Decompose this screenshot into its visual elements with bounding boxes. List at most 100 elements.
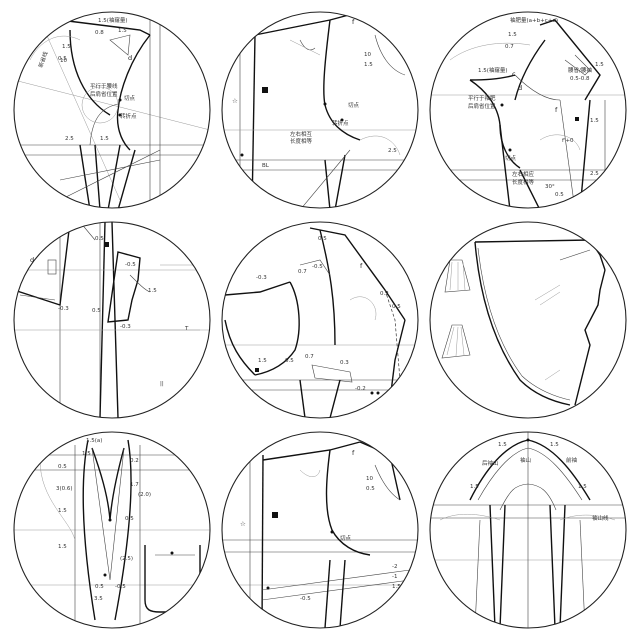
p9-label: 后袖山 [482, 459, 499, 467]
panel-9-border [429, 431, 627, 629]
p4-label: -0.5 [125, 262, 136, 268]
p5-label: 0.7 [298, 269, 307, 275]
p2-label: 1.5 [364, 62, 373, 68]
panel-9: 1.5 1.5 后袖山 袖山 前袖 袖山线 1.5 1.5 [429, 431, 627, 629]
p4-label: 0.5 [95, 236, 104, 242]
p8-star: ☆ [240, 520, 246, 528]
p3-label: 平行于袖肥 [468, 94, 496, 102]
p8-label: 10 [366, 476, 373, 482]
p4-label: -0.3 [120, 324, 131, 330]
p9-label: 1.5 [498, 442, 507, 448]
panel-8: f 10 0.5 切点 ☆ -2 -1 1.5 -0.5 [221, 431, 419, 629]
p3-label: 腰省/腰袖 [568, 66, 592, 74]
p3-label: 0.5 [555, 192, 564, 198]
p2-square-mark [262, 87, 268, 93]
svg-text:||: || [160, 381, 164, 387]
p1-label: 1.5 [62, 44, 71, 50]
p9-label: 1.5 [470, 484, 479, 490]
p7-label: -0.5 [115, 584, 126, 590]
panel-7-border [13, 431, 211, 629]
panel-6-border [429, 221, 627, 419]
p7-label: 3.5 [94, 596, 103, 602]
panel-2: f 10 1.5 切点 转折点 左右相互 长度相等 2.5 BL ☆ [221, 11, 419, 209]
p5-label: -0.3 [256, 275, 267, 281]
panel-4: || d -0.3 0.5 -0.5 1.5 -0.3 T 0.5 [13, 221, 211, 419]
panel-4-border [13, 221, 211, 419]
p8-label: 0.5 [366, 486, 375, 492]
p5-label: 0.7 [305, 354, 314, 360]
p3-label: d [518, 84, 522, 92]
p4-label: T [184, 326, 189, 332]
p2-label: 切点 [348, 102, 360, 109]
panel-7: 1.5(a) 0.2 1.7 (2.0) 3(0.6) 1.5 1.5 0.5 … [13, 431, 211, 629]
p3-label: 长度相等 [512, 178, 535, 186]
p7-label: 1.5 [58, 544, 67, 550]
p7-label: 1.5 [82, 451, 91, 457]
p3-label: 0.7 [505, 44, 514, 50]
p1-label: 1.5 [118, 28, 127, 34]
p3-label: 1.5 [595, 62, 604, 68]
panel-8-border [221, 431, 419, 629]
p7-label: (2.0) [138, 492, 151, 498]
p8-label: f [352, 449, 355, 457]
p5-label: 0.3 [340, 360, 349, 366]
p5-label: f [360, 262, 363, 270]
p3-label: c [512, 70, 516, 78]
p4-label: 0.5 [92, 308, 101, 314]
p3-label: 2.5 [590, 171, 599, 177]
panel-1: 1.5(袖窿量) 0.8 1.5 1.5 10 d 新省线 0.5 平行于腰线 … [13, 11, 211, 209]
panel-2-border [221, 11, 419, 209]
p1-label: 1.5 [100, 136, 109, 142]
p5-label: 1.5 [258, 358, 267, 364]
p5-label: -0.2 [355, 386, 366, 392]
p7-label: 1.5(a) [86, 438, 102, 444]
p8-label: -1 [392, 574, 397, 580]
p1-label: 切点 [124, 95, 136, 102]
p3-label: 切点 [505, 155, 517, 162]
p1-label: 后肩省位置 [90, 90, 118, 98]
p1-label: 10 [60, 58, 67, 64]
p8-label: -0.5 [300, 596, 311, 602]
p1-label: 新省线 [36, 50, 49, 69]
p1-label: 0.5 [58, 56, 67, 62]
p2-star: ☆ [232, 97, 238, 105]
p1-label: 转折点 [120, 112, 137, 120]
panel-6 [429, 221, 627, 419]
p3-label: 1.5 [590, 118, 599, 124]
p3-label: f'+0 [562, 138, 574, 144]
panel-3: 袖肥量(a+b+c+d) 1.5 0.7 1.5 腰省/腰袖 0.5-0.8 c… [429, 11, 627, 209]
p7-label: 1.7 [130, 482, 139, 488]
p1-label: 2.5 [65, 136, 74, 142]
p9-label: 1.5 [550, 442, 559, 448]
p3-label: 袖肥量(a+b+c+d) [510, 16, 558, 24]
p9-label: 袖山线 [592, 514, 609, 522]
p2-label: 10 [364, 52, 371, 58]
p7-label: 0.5 [58, 464, 67, 470]
p3-label: 后肩省位置 [468, 102, 496, 110]
p7-label: 0.5 [95, 584, 104, 590]
p8-label: -2 [392, 564, 397, 570]
p7-label: 0.5 [125, 516, 134, 522]
p3-label: 30° [545, 184, 555, 190]
panel-5-border [221, 221, 419, 419]
p2-label: f [352, 18, 355, 26]
p4-label: 1.5 [148, 288, 157, 294]
p2-label: 2.5 [388, 148, 397, 154]
p1-label: d [128, 54, 132, 62]
p2-label: BL [262, 163, 270, 169]
panel-5: 0.5 0.7 -0.5 -0.3 f 0.2 0.5 0.7 1.5 -0.2… [221, 221, 419, 419]
p8-label: 1.5 [392, 584, 401, 590]
p9-label: 前袖 [566, 456, 578, 464]
p1-label: 1.5(袖窿量) [98, 16, 128, 24]
p7-label: 0.2 [130, 458, 139, 464]
p3-label: 1.5(袖窿量) [478, 66, 508, 74]
p8-label: 切点 [340, 535, 352, 542]
p7-label: (2.5) [120, 556, 133, 562]
panel-3-border [429, 11, 627, 209]
p5-label: 0.5 [285, 358, 294, 364]
p3-label: 0.5-0.8 [570, 76, 590, 82]
p9-label: 1.5 [578, 484, 587, 490]
p4-label: d [30, 256, 34, 264]
p2-label: 长度相等 [290, 137, 313, 145]
